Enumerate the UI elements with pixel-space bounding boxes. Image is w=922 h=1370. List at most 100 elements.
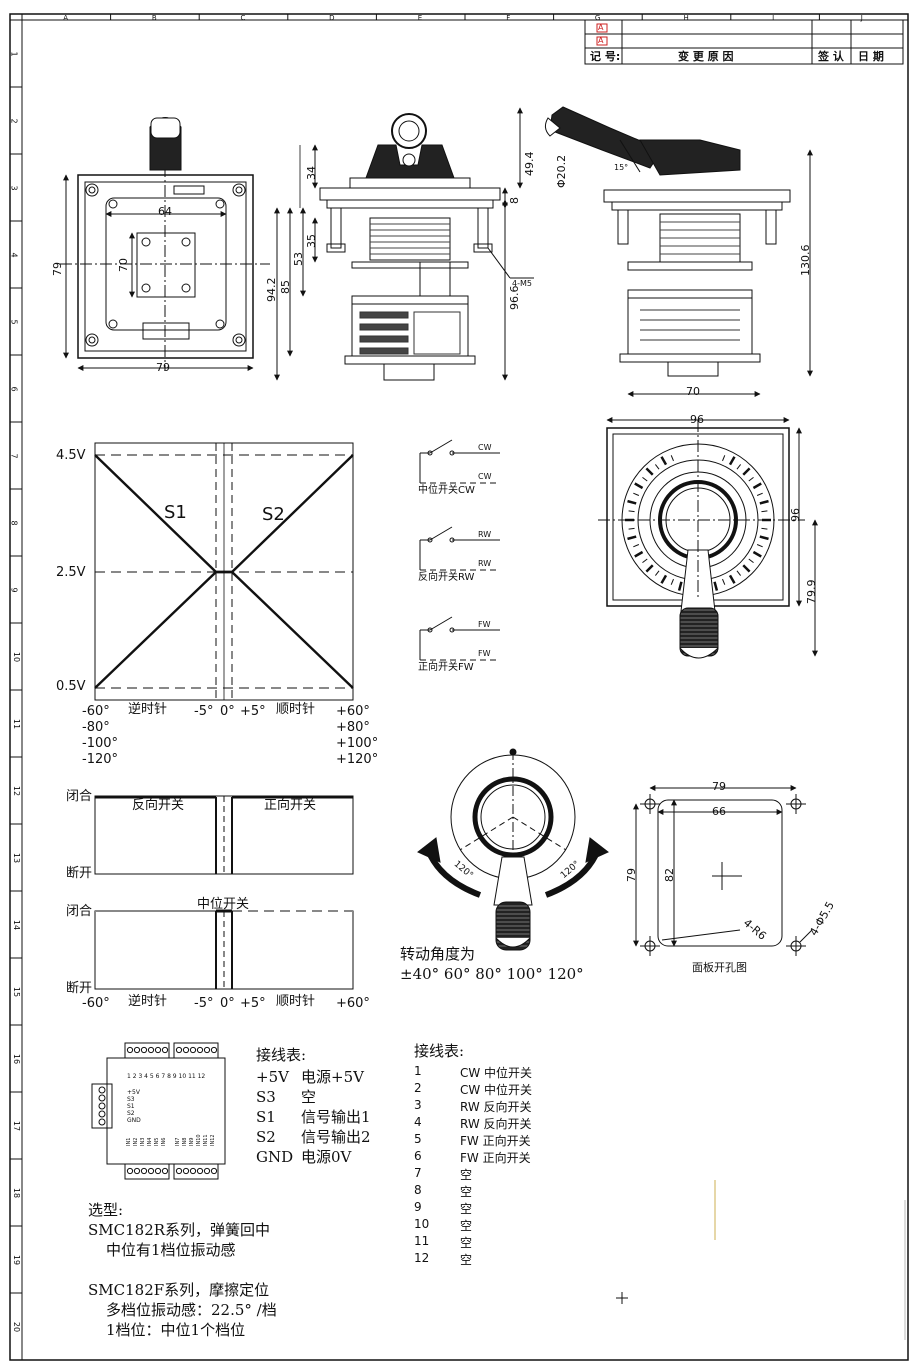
wiring-1-pin: S1 [256,1108,276,1126]
y-label-2-5v: 2.5V [56,565,86,580]
dim-front-49: 49.4 [523,151,536,177]
wiring-1-desc: 信号输出2 [301,1128,371,1146]
pcb-pin [126,1046,134,1054]
dim-side-dia: Φ20.2 [555,154,568,188]
contact-rw-top: RW [478,530,492,539]
side-view [544,106,813,397]
dim-front-8: 8 [508,197,521,204]
selection-r-series: SMC182R系列，弹簧回中 [88,1221,271,1239]
change-reason-label: 变 更 原 因 [678,50,734,63]
column-label: G [594,14,601,22]
contact-cw-caption: 中位开关CW [418,485,475,496]
pcb-side-pin [98,1118,106,1126]
row-label: 10 [12,651,22,662]
dim-top-64: 64 [158,205,172,218]
pcb-bottom-label: IN2 [133,1137,139,1146]
column-label: C [240,14,246,22]
dial-tick [736,464,742,470]
pcb-bottom-label: IN12 [210,1134,216,1146]
dial-tick [677,581,683,591]
wiring-2-no: 10 [414,1217,430,1231]
y-label-0-5v: 0.5V [56,679,86,694]
pcb-pin [154,1046,162,1054]
column-label: H [683,14,689,22]
pcb-pin [147,1046,155,1054]
sw2-zero: 0° [220,996,235,1011]
cutout-caption: 面板开孔图 [692,961,747,974]
pcb-pin [126,1167,134,1175]
contact-rw-caption: 反向开关RW [418,572,475,583]
dim-top-79-h: 79 [51,262,64,276]
pcb-pin [210,1167,218,1175]
dial-tick [628,527,635,530]
dim-dial-offset: 79.9 [805,579,818,605]
x-label-right-100: +100° [336,736,379,751]
pcb-pin [147,1167,155,1175]
contact-fw-caption: 正向开关FW [418,662,474,673]
row-label: 20 [12,1321,22,1332]
wiring-table-1-title: 接线表: [256,1046,307,1064]
dial-tick [759,499,769,505]
revision-mark-a1: A [598,23,604,32]
row-label: 3 [9,184,19,191]
pcb-side-pin [98,1086,106,1094]
dial-tick [761,527,768,530]
pcb-bottom-label: IN1 [126,1137,132,1146]
column-label: B [151,14,157,22]
edge-marks [616,1180,906,1340]
wiring-2-no: 11 [414,1234,430,1248]
wiring-2-desc: FW 正向开关 [460,1151,531,1165]
dim-side-angle: 15° [614,163,629,172]
sw2-open: 断开 [66,981,93,996]
column-tick-marks [110,14,909,20]
dim-side-width: 70 [686,385,700,398]
pcb-pin [210,1046,218,1054]
contact-cw-bottom: CW [478,472,492,481]
wiring-2-desc: 空 [460,1202,473,1216]
dial-tick [742,564,751,573]
sw1-forward-label: 正向开关 [264,798,317,813]
dial-tick [713,581,719,591]
wiring-2-no: 8 [414,1183,422,1197]
dim-front-94: 94.2 [265,277,278,303]
dial-tick [752,482,762,490]
wiring-2-desc: CW 中位开关 [460,1066,533,1080]
pcb-side-pin [98,1094,106,1102]
wiring-2-desc: 空 [460,1185,473,1199]
pcb-pin [196,1167,204,1175]
row-label: 9 [9,586,19,593]
switch-chart-reverse-forward [94,795,354,875]
sw2-x-right: +60° [336,996,370,1011]
sw1-closed: 闭合 [66,789,93,804]
pcb-pin [203,1167,211,1175]
dim-top-79-w: 79 [156,361,170,374]
sw1-open: 断开 [66,866,93,881]
wiring-1-desc: 空 [301,1088,317,1106]
row-label: 17 [12,1120,22,1131]
record-label: 记 号: [590,50,621,63]
row-label: 4 [9,251,19,258]
pcb-pin [203,1046,211,1054]
row-label: 18 [12,1187,22,1198]
wiring-table-2-title: 接线表: [414,1042,465,1060]
sw2-closed: 闭合 [66,904,93,919]
pcb-pin [140,1167,148,1175]
pcb-pin [175,1046,183,1054]
cutout-inner-w: 66 [712,805,726,818]
dial-tick [722,455,726,462]
wiring-2-no: 3 [414,1098,422,1112]
selection-title: 选型: [88,1201,124,1219]
dial-tick [736,570,742,576]
row-label: 2 [9,117,19,124]
column-label: J [860,14,863,22]
column-label: E [417,14,423,22]
dial-tick [627,535,637,541]
selection-f-series: SMC182F系列，摩擦定位 [88,1281,270,1299]
dial-tick [642,558,648,564]
dim-side-height: 130.6 [799,244,812,277]
pcb-pin [161,1046,169,1054]
dial-tick [742,467,751,476]
dial-tick [670,455,674,462]
wiring-1-pin: S2 [256,1128,276,1146]
sw2-minus5: -5° [194,996,214,1011]
